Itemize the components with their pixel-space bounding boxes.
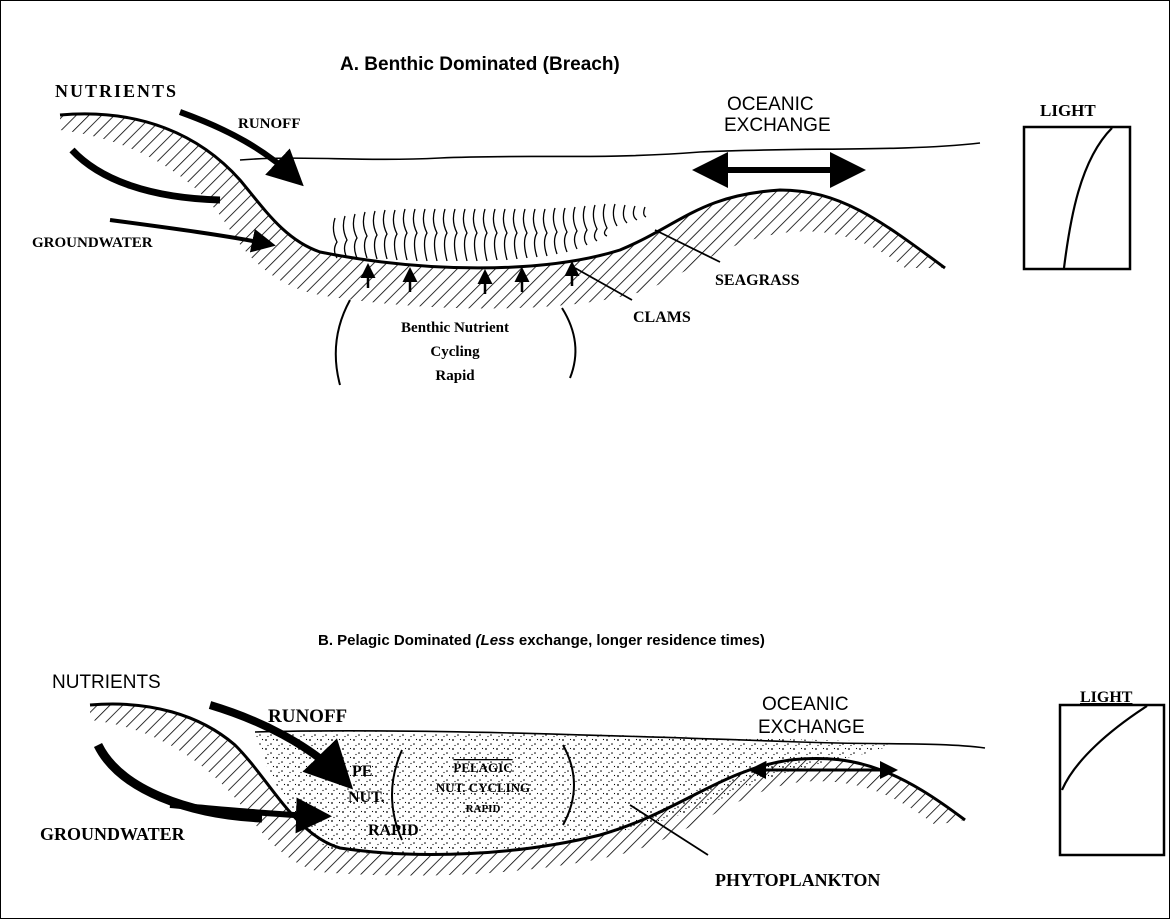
panel-a-left-bracket bbox=[336, 300, 350, 385]
panel-a-title: A. Benthic Dominated (Breach) bbox=[340, 54, 620, 75]
panel-b: B. Pelagic Dominated (Less exchange, lon… bbox=[40, 632, 1164, 890]
panel-b-fragment-rapid: RAPID bbox=[368, 822, 419, 839]
panel-a-cycling-line-1: Benthic Nutrient bbox=[401, 320, 509, 336]
panel-b-pelagic-line-3: RAPID bbox=[466, 803, 501, 815]
panel-a-cycling-line-2: Cycling bbox=[430, 344, 480, 360]
panel-b-exchange-label: EXCHANGE bbox=[758, 717, 865, 738]
panel-a-clams-label: CLAMS bbox=[633, 309, 691, 326]
panel-a-cycling-line-3: Rapid bbox=[435, 368, 475, 384]
panel-b-phytoplankton-label: PHYTOPLANKTON bbox=[715, 870, 880, 890]
panel-b-light-box bbox=[1060, 705, 1164, 855]
panel-a-seagrass bbox=[333, 204, 646, 261]
panel-b-fragment-nut: NUT. bbox=[348, 789, 385, 806]
panel-a-light-label: LIGHT bbox=[1040, 101, 1096, 120]
panel-b-oceanic-label: OCEANIC bbox=[762, 694, 849, 715]
panel-b-title: B. Pelagic Dominated (Less exchange, lon… bbox=[318, 632, 765, 649]
panel-b-runoff-label: RUNOFF bbox=[268, 706, 347, 727]
panel-a-groundwater-label: GROUNDWATER bbox=[32, 235, 153, 251]
panel-b-light-label: LIGHT bbox=[1080, 689, 1133, 706]
panel-b-light-curve bbox=[1062, 706, 1147, 790]
panel-b-title-italic: (Less bbox=[476, 632, 515, 649]
panel-b-pelagic-line-1: PELAGIC bbox=[453, 760, 512, 775]
panel-a-right-bracket bbox=[562, 308, 575, 378]
panel-a-sediment bbox=[60, 114, 945, 309]
panel-a-nutrients-label: NUTRIENTS bbox=[55, 81, 178, 101]
panel-a: A. Benthic Dominated (Breach) bbox=[32, 54, 1130, 385]
panel-a-exchange-label: EXCHANGE bbox=[724, 115, 831, 136]
panel-b-fragment-pe: PE bbox=[352, 763, 372, 780]
panel-b-groundwater-label: GROUNDWATER bbox=[40, 824, 186, 844]
panel-b-pelagic-line-2: NUT. CYCLING bbox=[436, 780, 530, 795]
panel-b-nutrients-label: NUTRIENTS bbox=[52, 672, 161, 693]
panel-a-water-surface bbox=[240, 143, 980, 160]
panel-a-light-curve bbox=[1064, 128, 1112, 268]
panel-a-seagrass-label: SEAGRASS bbox=[715, 272, 800, 289]
panel-a-oceanic-label: OCEANIC bbox=[727, 94, 814, 115]
panel-a-runoff-label: RUNOFF bbox=[238, 116, 301, 132]
panel-b-title-suffix: exchange, longer residence times) bbox=[515, 632, 765, 649]
panel-b-title-prefix: B. Pelagic Dominated bbox=[318, 632, 476, 649]
